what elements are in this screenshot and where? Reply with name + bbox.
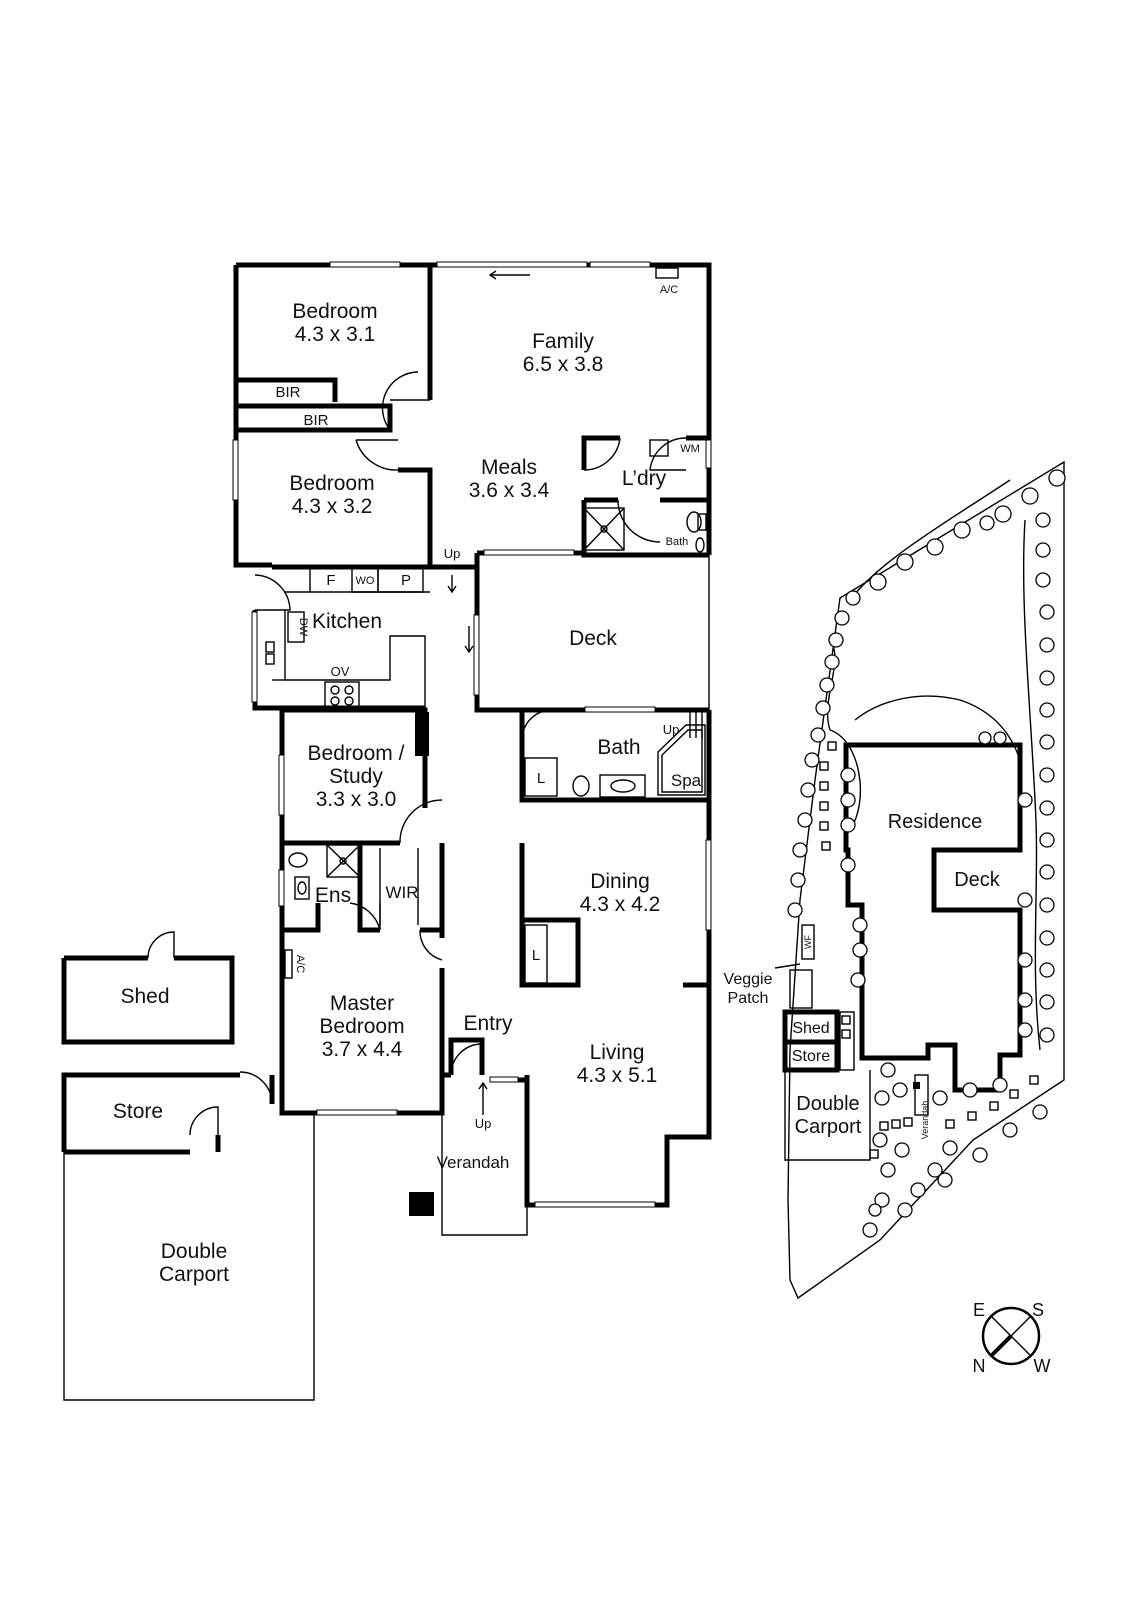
ov-label: OV (331, 664, 350, 679)
master-name-line2: Bedroom (319, 1015, 404, 1038)
carport-name-line1: Double (161, 1240, 228, 1263)
site-veggie-line1: Veggie (724, 971, 773, 988)
compass-w: W (1034, 1356, 1051, 1376)
outbuildings (61, 955, 275, 1155)
dining-name: Dining (590, 870, 650, 893)
pantry-label: P (401, 572, 411, 589)
wir-name: WIR (385, 883, 418, 902)
fixtures (265, 267, 707, 1216)
spa-name: Spa (671, 771, 702, 790)
up-label-meals: Up (444, 546, 461, 561)
verandah-name: Verandah (437, 1153, 510, 1172)
fridge-label: F (326, 572, 335, 589)
bedroom1-name: Bedroom (292, 300, 377, 323)
compass-n: N (973, 1356, 986, 1376)
site-deck-label: Deck (954, 869, 1001, 891)
compass-s: S (1032, 1300, 1044, 1320)
master-size: 3.7 x 4.4 (322, 1038, 403, 1061)
site-plan: Residence Deck Veggie Patch WF Shed Stor… (724, 460, 1066, 1300)
dining-size: 4.3 x 4.2 (580, 893, 661, 916)
shed-name: Shed (120, 985, 169, 1008)
ac-label-master: A/C (294, 955, 306, 973)
study-size: 3.3 x 3.0 (316, 788, 397, 811)
laundry-bath-name: Bath (666, 536, 689, 548)
compass-e: E (973, 1300, 985, 1320)
site-shed-label: Shed (792, 1020, 829, 1037)
wo-label: WO (356, 575, 375, 587)
compass: E S N W (973, 1300, 1051, 1376)
site-verandah-label: Verandah (920, 1101, 930, 1140)
meals-size: 3.6 x 3.4 (469, 479, 550, 502)
bir-label-2: BIR (303, 412, 328, 429)
study-name-line2: Study (329, 765, 383, 788)
up-label-verandah: Up (475, 1116, 492, 1131)
dw-label: DW (297, 618, 309, 637)
meals-name: Meals (481, 456, 537, 479)
family-size: 6.5 x 3.8 (523, 353, 604, 376)
master-name-line1: Master (330, 992, 394, 1015)
study-name-line1: Bedroom / (308, 742, 405, 765)
windows (232, 261, 712, 1208)
site-trees (787, 469, 1066, 1238)
site-wf-label: WF (803, 935, 813, 949)
bedroom2-size: 4.3 x 3.2 (292, 495, 373, 518)
house-thin-lines (63, 555, 710, 1401)
carport-name-line2: Carport (159, 1263, 229, 1286)
wm-label: WM (680, 443, 700, 455)
house-labels: Bedroom 4.3 x 3.1 BIR BIR Bedroom 4.3 x … (113, 284, 702, 1286)
linen-label-bath: L (537, 770, 545, 787)
path-squares (819, 741, 1039, 1159)
compass-ring (981, 1306, 1041, 1366)
store-name: Store (113, 1100, 163, 1123)
entry-name: Entry (463, 1012, 513, 1035)
linen-label-dining: L (532, 947, 540, 964)
deck-name: Deck (569, 627, 617, 650)
site-residence-label: Residence (888, 811, 983, 833)
family-name: Family (532, 330, 594, 353)
up-label-bath: Up (663, 722, 680, 737)
site-carport-line1: Double (796, 1093, 859, 1115)
living-size: 4.3 x 5.1 (577, 1064, 658, 1087)
site-store-label: Store (792, 1048, 830, 1065)
laundry-name: L’dry (622, 467, 667, 490)
site-carport-line2: Carport (795, 1116, 862, 1138)
bedroom1-size: 4.3 x 3.1 (295, 323, 376, 346)
bir-label-1: BIR (275, 384, 300, 401)
bedroom2-name: Bedroom (289, 472, 374, 495)
compass-north-needle-icon (989, 1334, 1013, 1358)
site-veggie-line2: Patch (728, 990, 769, 1007)
kitchen-name: Kitchen (312, 610, 382, 633)
living-name: Living (590, 1041, 645, 1064)
bath-name: Bath (597, 736, 640, 759)
ac-label-family: A/C (660, 284, 678, 296)
ensuite-name: Ens (315, 884, 351, 907)
